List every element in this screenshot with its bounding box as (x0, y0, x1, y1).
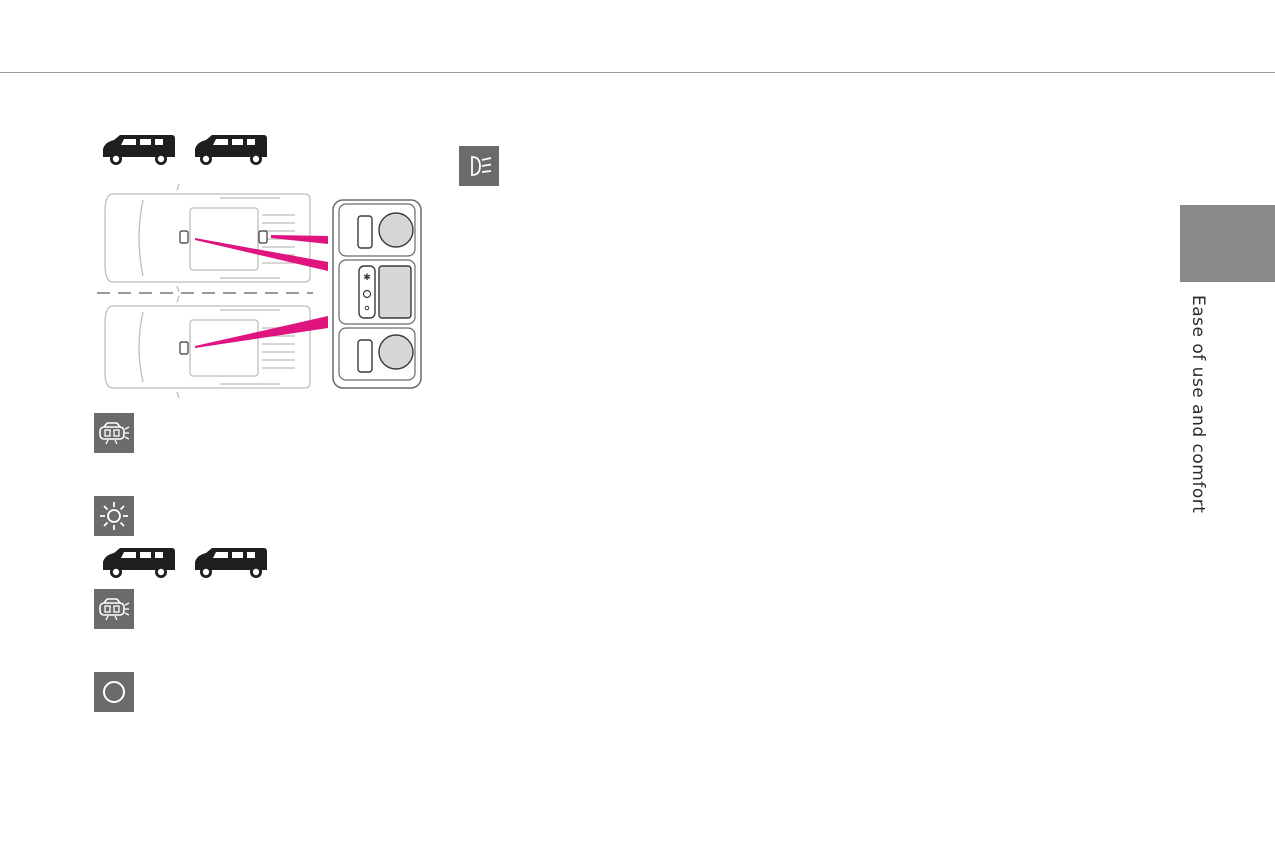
ceiling-lamp-console: ✱ (332, 199, 422, 389)
low-beam-headlamp-symbol (459, 146, 499, 186)
vehicle-versions-bottom (100, 545, 268, 579)
front-courtesy-lamp-upper (179, 230, 189, 244)
van-top-view-upper (104, 183, 311, 293)
header-rule (0, 72, 1275, 73)
door-courtesy-lamp-icon (99, 422, 130, 445)
interior-lamp-diagram: ✱ (97, 183, 422, 399)
door-courtesy-lamp-symbol-2 (94, 589, 134, 629)
van-long-silhouette-icon (195, 548, 267, 578)
rear-courtesy-lamp (258, 230, 268, 244)
rear-floor-ribs (262, 214, 295, 264)
lamp-off-icon (103, 681, 125, 703)
lamp-on-symbol (94, 496, 134, 536)
door-courtesy-lamp-symbol (94, 413, 134, 453)
svg-text:✱: ✱ (363, 273, 371, 283)
van-top-view-lower (104, 295, 311, 399)
chapter-tab-marker (1180, 205, 1275, 282)
van-long-silhouette-icon (195, 135, 267, 165)
vehicle-versions-top (100, 132, 268, 166)
low-beam-headlamp-icon (471, 156, 492, 176)
lamp-off-symbol (94, 672, 134, 712)
van-short-silhouette-icon (103, 548, 175, 578)
front-courtesy-lamp-lower (179, 341, 189, 355)
door-courtesy-lamp-icon (99, 598, 130, 621)
van-short-silhouette-icon (103, 135, 175, 165)
chapter-tab-label: Ease of use and comfort (1188, 295, 1208, 514)
callout-wedges (195, 235, 328, 348)
lamp-on-icon (100, 502, 128, 530)
